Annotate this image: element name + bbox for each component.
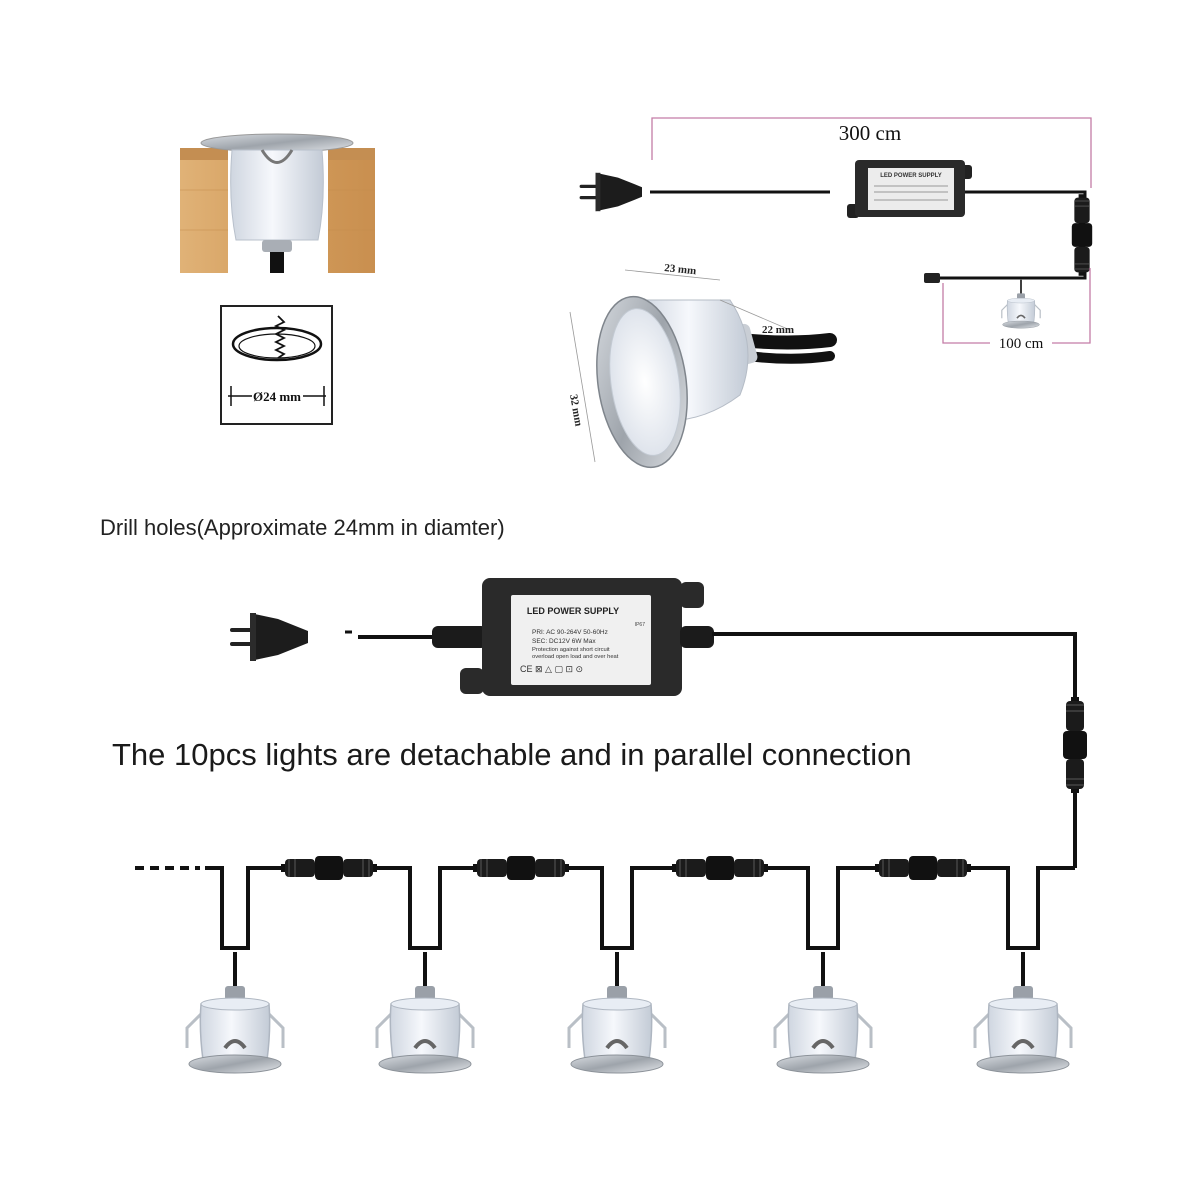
- parallel-bus: [205, 866, 1075, 950]
- led-light-5: [973, 950, 1073, 1075]
- length-100cm-label: 100 cm: [999, 336, 1044, 352]
- power-supply-unit: LED POWER SUPPLY IP67 PRI: AC 90-264V 50…: [460, 578, 704, 696]
- psu-protection-2: overload open load and over heat: [532, 654, 619, 660]
- psu-ip-rating: IP67: [635, 622, 646, 628]
- installed-light-photo: [180, 133, 375, 273]
- led-light-1: [185, 950, 285, 1075]
- led-light-4: [773, 950, 873, 1075]
- dimension-top-label: 23 mm: [664, 262, 697, 277]
- psu-secondary: SEC: DC12V 6W Max: [532, 638, 596, 645]
- led-light-2: [375, 950, 475, 1075]
- light-dimension-diagram: 23 mm 22 mm 32 mm: [567, 262, 837, 469]
- dimension-height-label: 32 mm: [567, 393, 584, 427]
- drill-hole-diagram: Ø24 mm: [220, 305, 333, 425]
- psu-cert-symbols: CE ⊠ △ ▢ ⊡ ⊙: [520, 664, 583, 674]
- dimension-depth-label: 22 mm: [762, 324, 794, 336]
- drill-hole-caption: Drill holes(Approximate 24mm in diamter): [100, 515, 505, 540]
- hole-diameter-label: Ø24 mm: [253, 389, 301, 404]
- psu-protection-1: Protection against short circuit: [532, 647, 610, 653]
- led-light-3: [567, 950, 667, 1075]
- length-300cm-label: 300 cm: [839, 121, 901, 145]
- parallel-wiring-diagram: LED POWER SUPPLY IP67 PRI: AC 90-264V 50…: [135, 578, 1088, 1075]
- small-psu-label: LED POWER SUPPLY: [880, 173, 941, 179]
- psu-title: LED POWER SUPPLY: [527, 606, 619, 616]
- wiring-overview: 300 cm LED POWER SUPPLY 100 cm: [579, 117, 1093, 352]
- parallel-connection-caption: The 10pcs lights are detachable and in p…: [112, 737, 912, 772]
- psu-primary: PRI: AC 90-264V 50-60Hz: [532, 629, 608, 636]
